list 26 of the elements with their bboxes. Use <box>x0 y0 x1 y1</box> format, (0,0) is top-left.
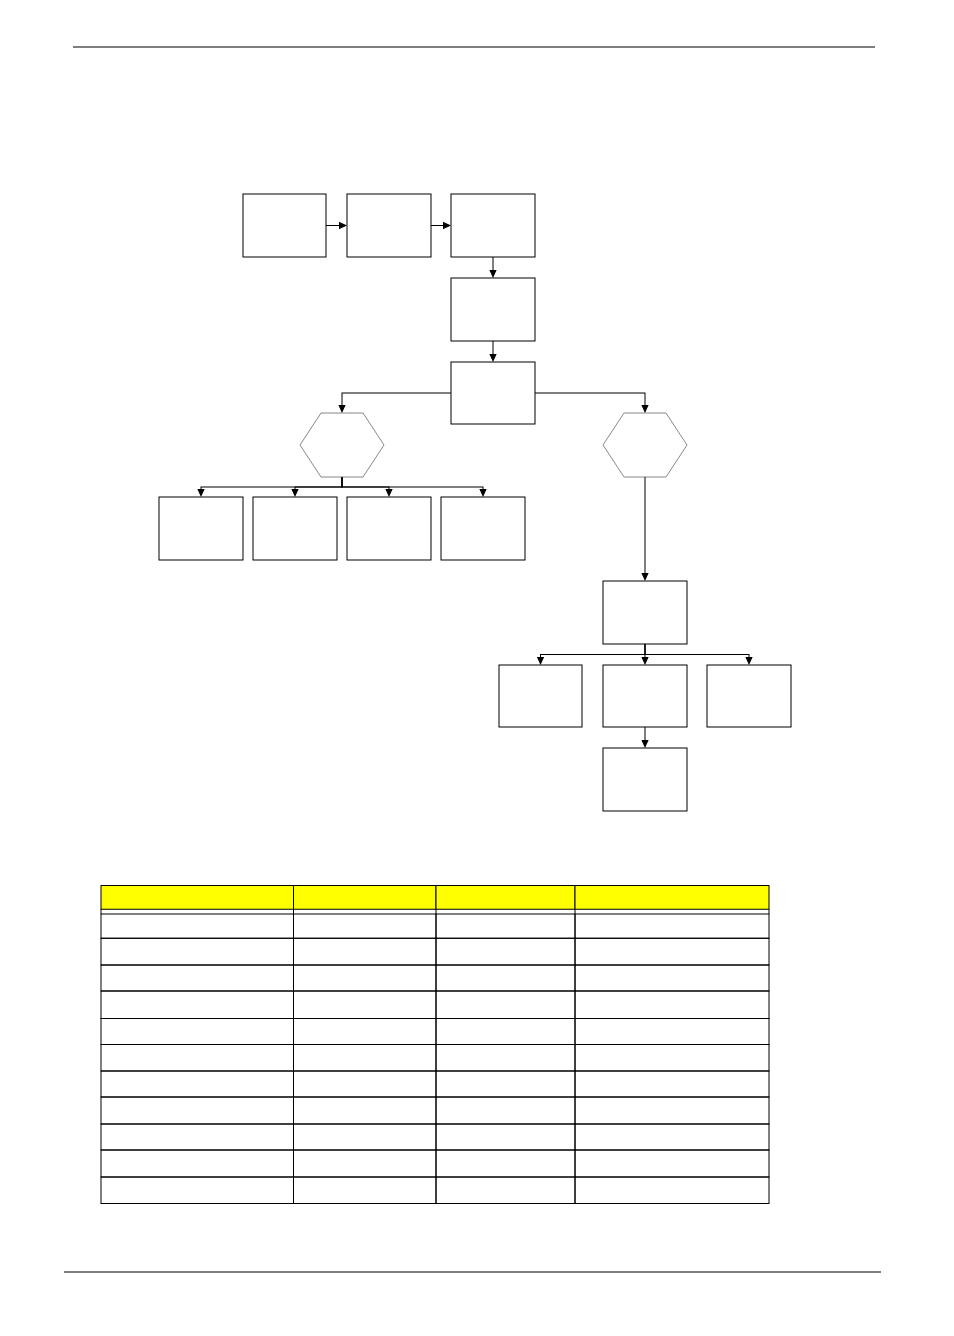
arrow <box>489 340 497 362</box>
process-box <box>602 664 688 728</box>
process-box <box>498 664 583 728</box>
process-box <box>450 277 536 342</box>
process-box <box>158 496 244 561</box>
arrow <box>338 392 452 413</box>
process-box <box>346 193 432 258</box>
arrow <box>641 476 649 581</box>
process-box <box>706 664 792 728</box>
arrow <box>430 222 451 229</box>
arrow <box>534 392 649 413</box>
process-box <box>252 496 338 561</box>
process-box <box>602 747 688 812</box>
arrow <box>644 643 753 665</box>
process-box <box>346 496 432 561</box>
process-box <box>450 361 536 425</box>
process-box <box>242 193 327 258</box>
process-box <box>602 580 688 645</box>
hexagon-shape <box>299 412 385 478</box>
process-box <box>440 496 526 561</box>
arrow <box>489 256 497 278</box>
arrow <box>341 476 487 497</box>
arrow <box>641 726 649 748</box>
arrow <box>325 222 347 229</box>
process-box <box>450 193 536 258</box>
hexagon-shape <box>602 412 688 478</box>
